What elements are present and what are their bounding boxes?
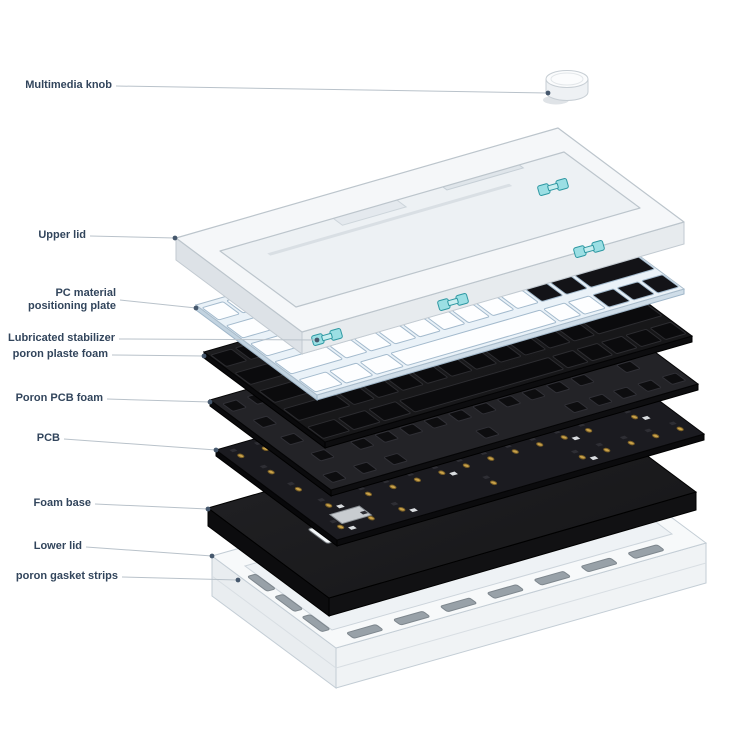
upper-lid-layer: [175, 127, 685, 355]
pcb-shield: [330, 506, 371, 523]
leader-dot: [193, 305, 199, 311]
stabilizer: [537, 178, 569, 196]
leader-dot: [205, 506, 211, 512]
label-stabilizer: Lubricated stabilizer: [8, 332, 115, 344]
label-pcb-foam: Poron PCB foam: [15, 392, 103, 404]
gasket-strips-group: [247, 484, 664, 644]
leader-lower-lid: [85, 546, 215, 559]
label-plate-foam: poron plaste foam: [12, 348, 108, 360]
gasket-strip: [581, 558, 618, 572]
leader-dot: [213, 447, 219, 453]
gasket-strip: [440, 598, 477, 612]
gasket-strip: [534, 571, 571, 585]
leader-dot: [545, 90, 551, 96]
leader-pcb-foam: [106, 398, 213, 405]
gasket-strip: [247, 574, 275, 591]
gasket-strip: [628, 545, 665, 559]
leader-dot: [207, 399, 213, 405]
leader-multimedia-knob: [115, 85, 551, 96]
leader-positioning-plate: [119, 299, 199, 311]
gasket-strip: [393, 611, 430, 625]
multimedia-knob: [543, 70, 589, 105]
leader-dot: [314, 337, 320, 343]
gasket-strip: [487, 585, 524, 599]
leader-dot: [172, 235, 178, 241]
leader-lines: [63, 85, 551, 583]
leader-dot: [201, 353, 207, 359]
stabilizer: [437, 293, 469, 311]
leader-dot: [235, 577, 241, 583]
leader-foam-base: [94, 503, 211, 512]
leader-gasket-strips: [121, 576, 241, 583]
leader-stabilizer: [118, 337, 320, 343]
label-foam-base: Foam base: [33, 497, 91, 509]
leader-dot: [209, 553, 215, 559]
label-pcb: PCB: [36, 432, 60, 444]
leader-upper-lid: [89, 235, 178, 241]
leader-plate-foam: [111, 353, 207, 359]
leader-pcb: [63, 438, 219, 453]
stabilizer: [573, 240, 605, 258]
gasket-strip: [346, 624, 383, 638]
stabilizers-group: [311, 178, 605, 346]
label-lower-lid: Lower lid: [33, 540, 82, 552]
label-positioning-plate: PC material positioning plate: [28, 287, 116, 312]
gasket-strip: [274, 594, 302, 611]
label-multimedia-knob: Multimedia knob: [25, 79, 112, 91]
label-upper-lid: Upper lid: [38, 229, 86, 241]
gasket-strip: [302, 615, 330, 632]
label-gasket-strips: poron gasket strips: [15, 570, 118, 582]
